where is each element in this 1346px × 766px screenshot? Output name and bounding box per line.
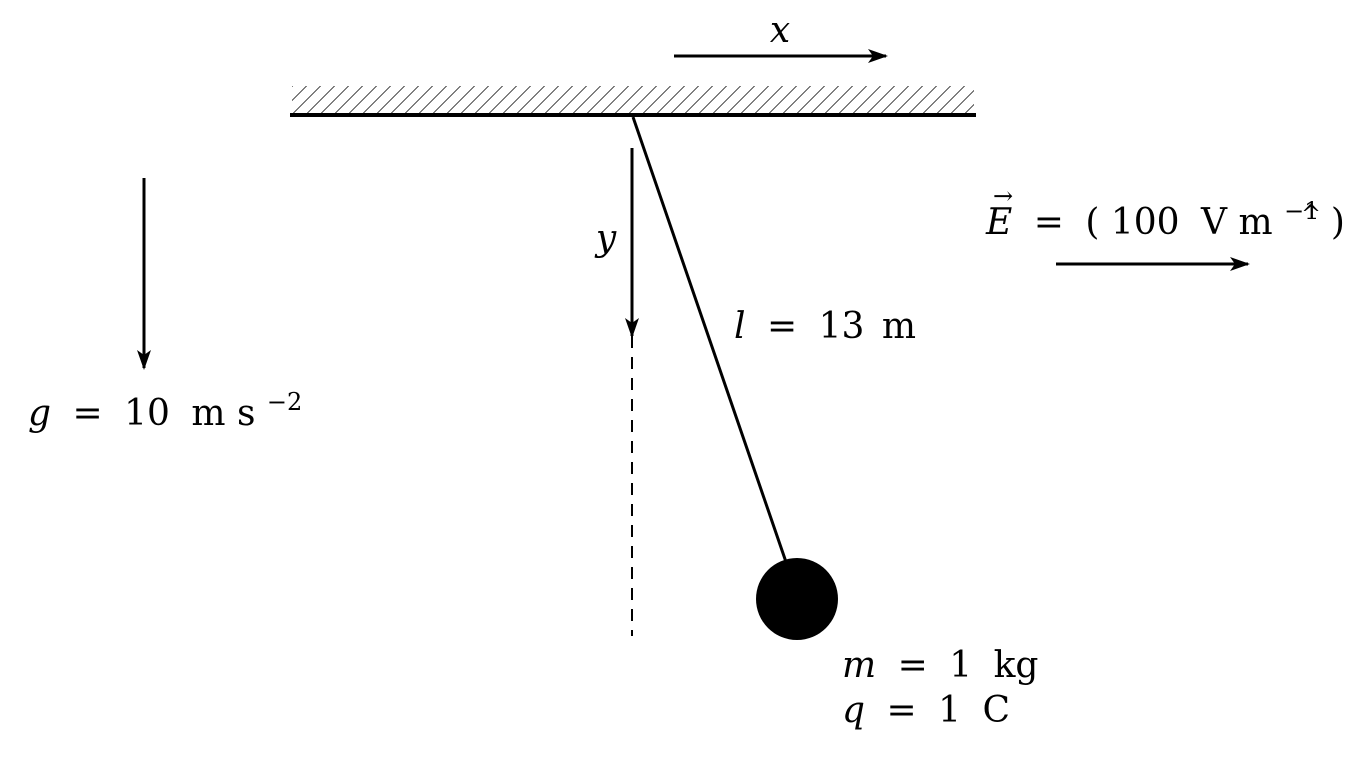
y-axis-label: y <box>594 218 617 259</box>
pendulum-bob <box>756 558 838 640</box>
gravity-symbol: g <box>28 393 51 434</box>
mass-label: m = 1 kg <box>842 645 1038 686</box>
gravity-label: g = 10 m s −2 <box>28 388 302 434</box>
field-open-paren: ( <box>1085 202 1099 243</box>
gravity-value: 10 <box>124 393 170 434</box>
field-label: E = ( 100 V m −1 ) x <box>985 187 1346 243</box>
field-exponent: −1 <box>1284 197 1319 225</box>
field-unit: V m <box>1200 202 1273 243</box>
field-symbol: E <box>985 202 1012 243</box>
ceiling-hatching <box>292 86 974 114</box>
x-axis-label: x <box>770 10 790 51</box>
charge-symbol: q <box>842 690 865 731</box>
string-length-label: l = 13 m <box>734 306 916 347</box>
field-vector-mark: → <box>993 182 1013 210</box>
charge-equals: = <box>887 690 917 731</box>
pendulum-string <box>631 116 788 563</box>
string-equals: = <box>767 306 797 347</box>
field-close-paren: ) <box>1331 202 1345 243</box>
field-value: 100 <box>1111 202 1180 243</box>
field-equals: = <box>1034 202 1064 243</box>
mass-value: 1 <box>949 645 972 686</box>
charge-label: q = 1 C <box>842 690 1010 731</box>
charge-value: 1 <box>938 690 961 731</box>
gravity-equals: = <box>73 393 103 434</box>
mass-equals: = <box>898 645 928 686</box>
gravity-exponent: −2 <box>267 388 302 416</box>
field-hat-mark: ^ <box>1301 200 1321 228</box>
ceiling-support <box>290 86 976 117</box>
charge-unit: C <box>982 690 1010 731</box>
string-unit: m <box>882 306 916 347</box>
string-symbol: l <box>734 306 746 347</box>
gravity-unit: m s <box>191 393 255 434</box>
mass-symbol: m <box>842 645 876 686</box>
mass-unit: kg <box>994 645 1039 686</box>
string-value: 13 <box>819 306 865 347</box>
